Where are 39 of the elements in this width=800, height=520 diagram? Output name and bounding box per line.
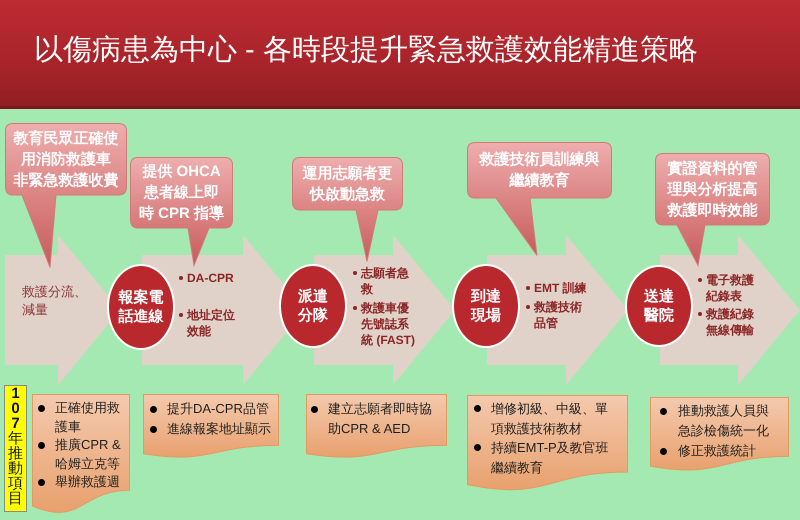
year-label: 107年推動項目	[4, 385, 27, 512]
callout-text: 教育民眾正確使用消防救護車	[12, 128, 120, 170]
bullet-text: 進線報案地址顯示	[167, 420, 272, 438]
callout-text: 非緊急救護收費	[12, 170, 120, 190]
callout-text: 運用志願者更快啟動急救	[302, 164, 394, 204]
bullet-text: DA-CPR	[187, 270, 235, 286]
wave-note	[650, 397, 789, 471]
bullet-text: 救護技術品管	[534, 299, 583, 331]
title: 以傷病患為中心 - 各時段提升緊急救護效能精進策略	[34, 33, 698, 68]
wave-note	[306, 394, 447, 458]
bullet-text: 增修初級、中級、單項救護技術教材	[491, 400, 609, 438]
bullet-text: 修正救護統計	[678, 442, 757, 460]
callout-text: 實證資料的管理與分析提高救護即時效能	[666, 158, 758, 220]
speech-bubble	[467, 142, 612, 256]
bullet-text: 提升DA-CPR品管	[167, 400, 270, 418]
callout-text: 提供 OHCA 患者線上即時 CPR 指導	[138, 162, 225, 224]
bullet-text: 正確使用救護車	[55, 399, 121, 436]
stage-circle: 報案電話進線	[107, 264, 175, 350]
block-arrow	[660, 235, 800, 385]
stage-circle: 送達醫院	[625, 265, 693, 347]
wave-note	[467, 395, 628, 491]
wave-note	[32, 394, 130, 514]
block-arrow	[314, 235, 455, 385]
bullet-text: 建立志願者即時協助CPR & AED	[328, 400, 433, 438]
wave-note	[143, 394, 279, 458]
stage-circle: 到達現場	[452, 264, 520, 348]
arrow-text: 救護分流、減量	[22, 283, 88, 319]
bullet-text: 救護車優先號誌系統 (FAST)	[361, 300, 416, 348]
bullet-text: 電子救護紀錄表	[706, 272, 755, 304]
bullet-text: 推廣CPR & 哈姆立克等	[55, 436, 122, 472]
callout-text: 救護技術員訓練與繼續教育	[478, 150, 600, 191]
bullet-text: 持續EMT-P及教官班繼續教育	[491, 439, 610, 476]
bullet-text: 舉辦救護週	[55, 473, 121, 491]
bullet-text: 推動救護人員與急診檢傷統一化	[678, 402, 770, 440]
bullet-text: 志願者急救	[361, 265, 410, 297]
block-arrow	[487, 235, 628, 385]
bullet-text: 救護紀錄無線傳輸	[706, 306, 755, 338]
bullet-text: EMT 訓練	[534, 280, 588, 296]
bullet-text: 地址定位效能	[187, 307, 236, 339]
